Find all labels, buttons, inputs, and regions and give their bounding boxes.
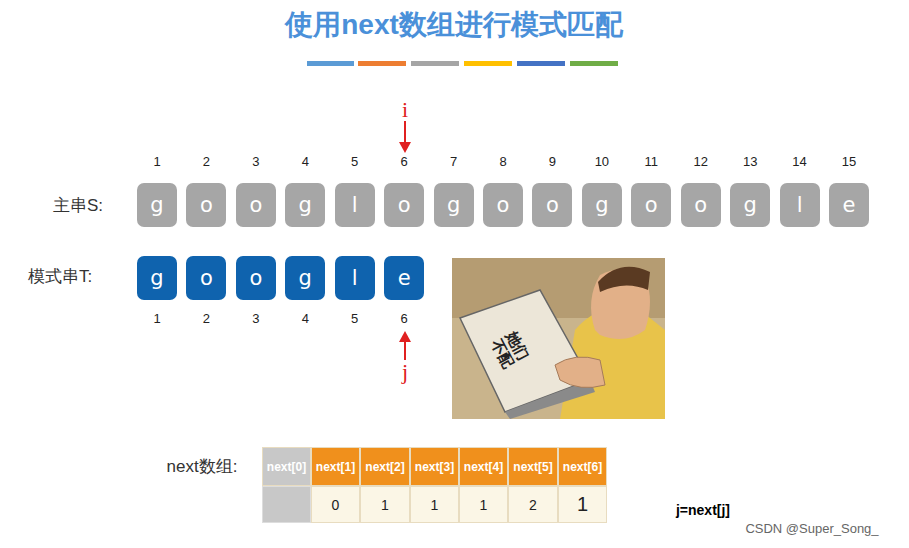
main-string-char: o: [631, 183, 671, 227]
char-text: g: [447, 193, 460, 217]
row-label: 模式串T:: [28, 265, 92, 288]
index-number: 15: [842, 154, 856, 169]
arrow-head: [399, 142, 411, 153]
color-bar: [517, 61, 565, 66]
table-header: next[5]: [508, 447, 558, 486]
char-text: o: [645, 193, 658, 217]
main-string-char: g: [730, 183, 770, 227]
index-number: 11: [645, 154, 659, 169]
char-text: g: [595, 193, 608, 217]
table-cell: 0: [311, 486, 360, 523]
pointer-j: j: [402, 359, 408, 385]
arrow-head: [399, 331, 411, 342]
main-string-char: l: [780, 183, 820, 227]
table-cell: 1: [558, 486, 607, 523]
table-header: next[0]: [262, 447, 311, 486]
color-bar: [411, 61, 459, 66]
index-number: 12: [693, 154, 707, 169]
table-cell: 1: [410, 486, 459, 523]
index-number: 1: [153, 154, 160, 169]
color-bar: [358, 61, 406, 66]
index-number: 5: [351, 154, 358, 169]
index-number: 3: [252, 154, 259, 169]
char-text: g: [150, 266, 163, 290]
table-empty-cell: [262, 486, 311, 523]
index-number: 13: [743, 154, 757, 169]
main-string-char: o: [532, 183, 572, 227]
table-cell: 1: [360, 486, 410, 523]
main-string-char: e: [829, 183, 869, 227]
pattern-char: e: [384, 256, 424, 300]
table-header: next[1]: [311, 447, 360, 486]
main-string-char: o: [384, 183, 424, 227]
char-text: o: [398, 193, 411, 217]
char-text: e: [398, 266, 411, 290]
main-string-char: g: [582, 183, 622, 227]
pattern-char: l: [335, 256, 375, 300]
main-string-char: g: [137, 183, 177, 227]
index-number: 8: [499, 154, 506, 169]
main-string-char: g: [434, 183, 474, 227]
char-text: o: [200, 193, 213, 217]
table-label: next数组:: [167, 455, 238, 478]
color-bar: [570, 61, 618, 66]
char-text: g: [299, 193, 312, 217]
char-text: o: [497, 193, 510, 217]
table-header: next[4]: [459, 447, 508, 486]
pattern-char: g: [137, 256, 177, 300]
table-cell: 2: [508, 486, 558, 523]
table-header: next[6]: [558, 447, 607, 486]
main-string-char: o: [236, 183, 276, 227]
index-number: 10: [595, 154, 609, 169]
index-number: 5: [351, 311, 358, 326]
pattern-char: o: [236, 256, 276, 300]
main-string-char: g: [285, 183, 325, 227]
index-number: 7: [450, 154, 457, 169]
title: 使用next数组进行模式匹配: [285, 6, 623, 44]
pattern-char: g: [285, 256, 325, 300]
watermark: CSDN @Super_Song_: [745, 521, 878, 536]
cartoon-illustration: [452, 258, 665, 419]
index-number: 14: [792, 154, 806, 169]
color-bar: [307, 61, 354, 66]
index-number: 6: [401, 154, 408, 169]
table-header: next[2]: [360, 447, 410, 486]
index-number: 6: [401, 311, 408, 326]
main-string-char: l: [335, 183, 375, 227]
char-text: l: [797, 193, 803, 217]
row-label: 主串S:: [53, 194, 103, 217]
pattern-char: o: [186, 256, 226, 300]
index-number: 2: [203, 311, 210, 326]
char-text: o: [249, 193, 262, 217]
char-text: g: [299, 266, 312, 290]
char-text: o: [694, 193, 707, 217]
main-string-char: o: [483, 183, 523, 227]
char-text: o: [249, 266, 262, 290]
char-text: l: [352, 193, 358, 217]
index-number: 1: [153, 311, 160, 326]
main-string-char: o: [681, 183, 721, 227]
pointer-i: i: [402, 97, 408, 123]
char-text: g: [150, 193, 163, 217]
char-text: e: [843, 193, 856, 217]
index-number: 2: [203, 154, 210, 169]
index-number: 4: [302, 154, 309, 169]
main-string-char: o: [186, 183, 226, 227]
char-text: o: [546, 193, 559, 217]
table-header: next[3]: [410, 447, 459, 486]
index-number: 3: [252, 311, 259, 326]
color-bar: [464, 61, 512, 66]
formula: j=next[j]: [676, 502, 730, 518]
char-text: g: [743, 193, 756, 217]
index-number: 9: [549, 154, 556, 169]
table-cell: 1: [459, 486, 508, 523]
char-text: l: [352, 266, 358, 290]
index-number: 4: [302, 311, 309, 326]
char-text: o: [200, 266, 213, 290]
